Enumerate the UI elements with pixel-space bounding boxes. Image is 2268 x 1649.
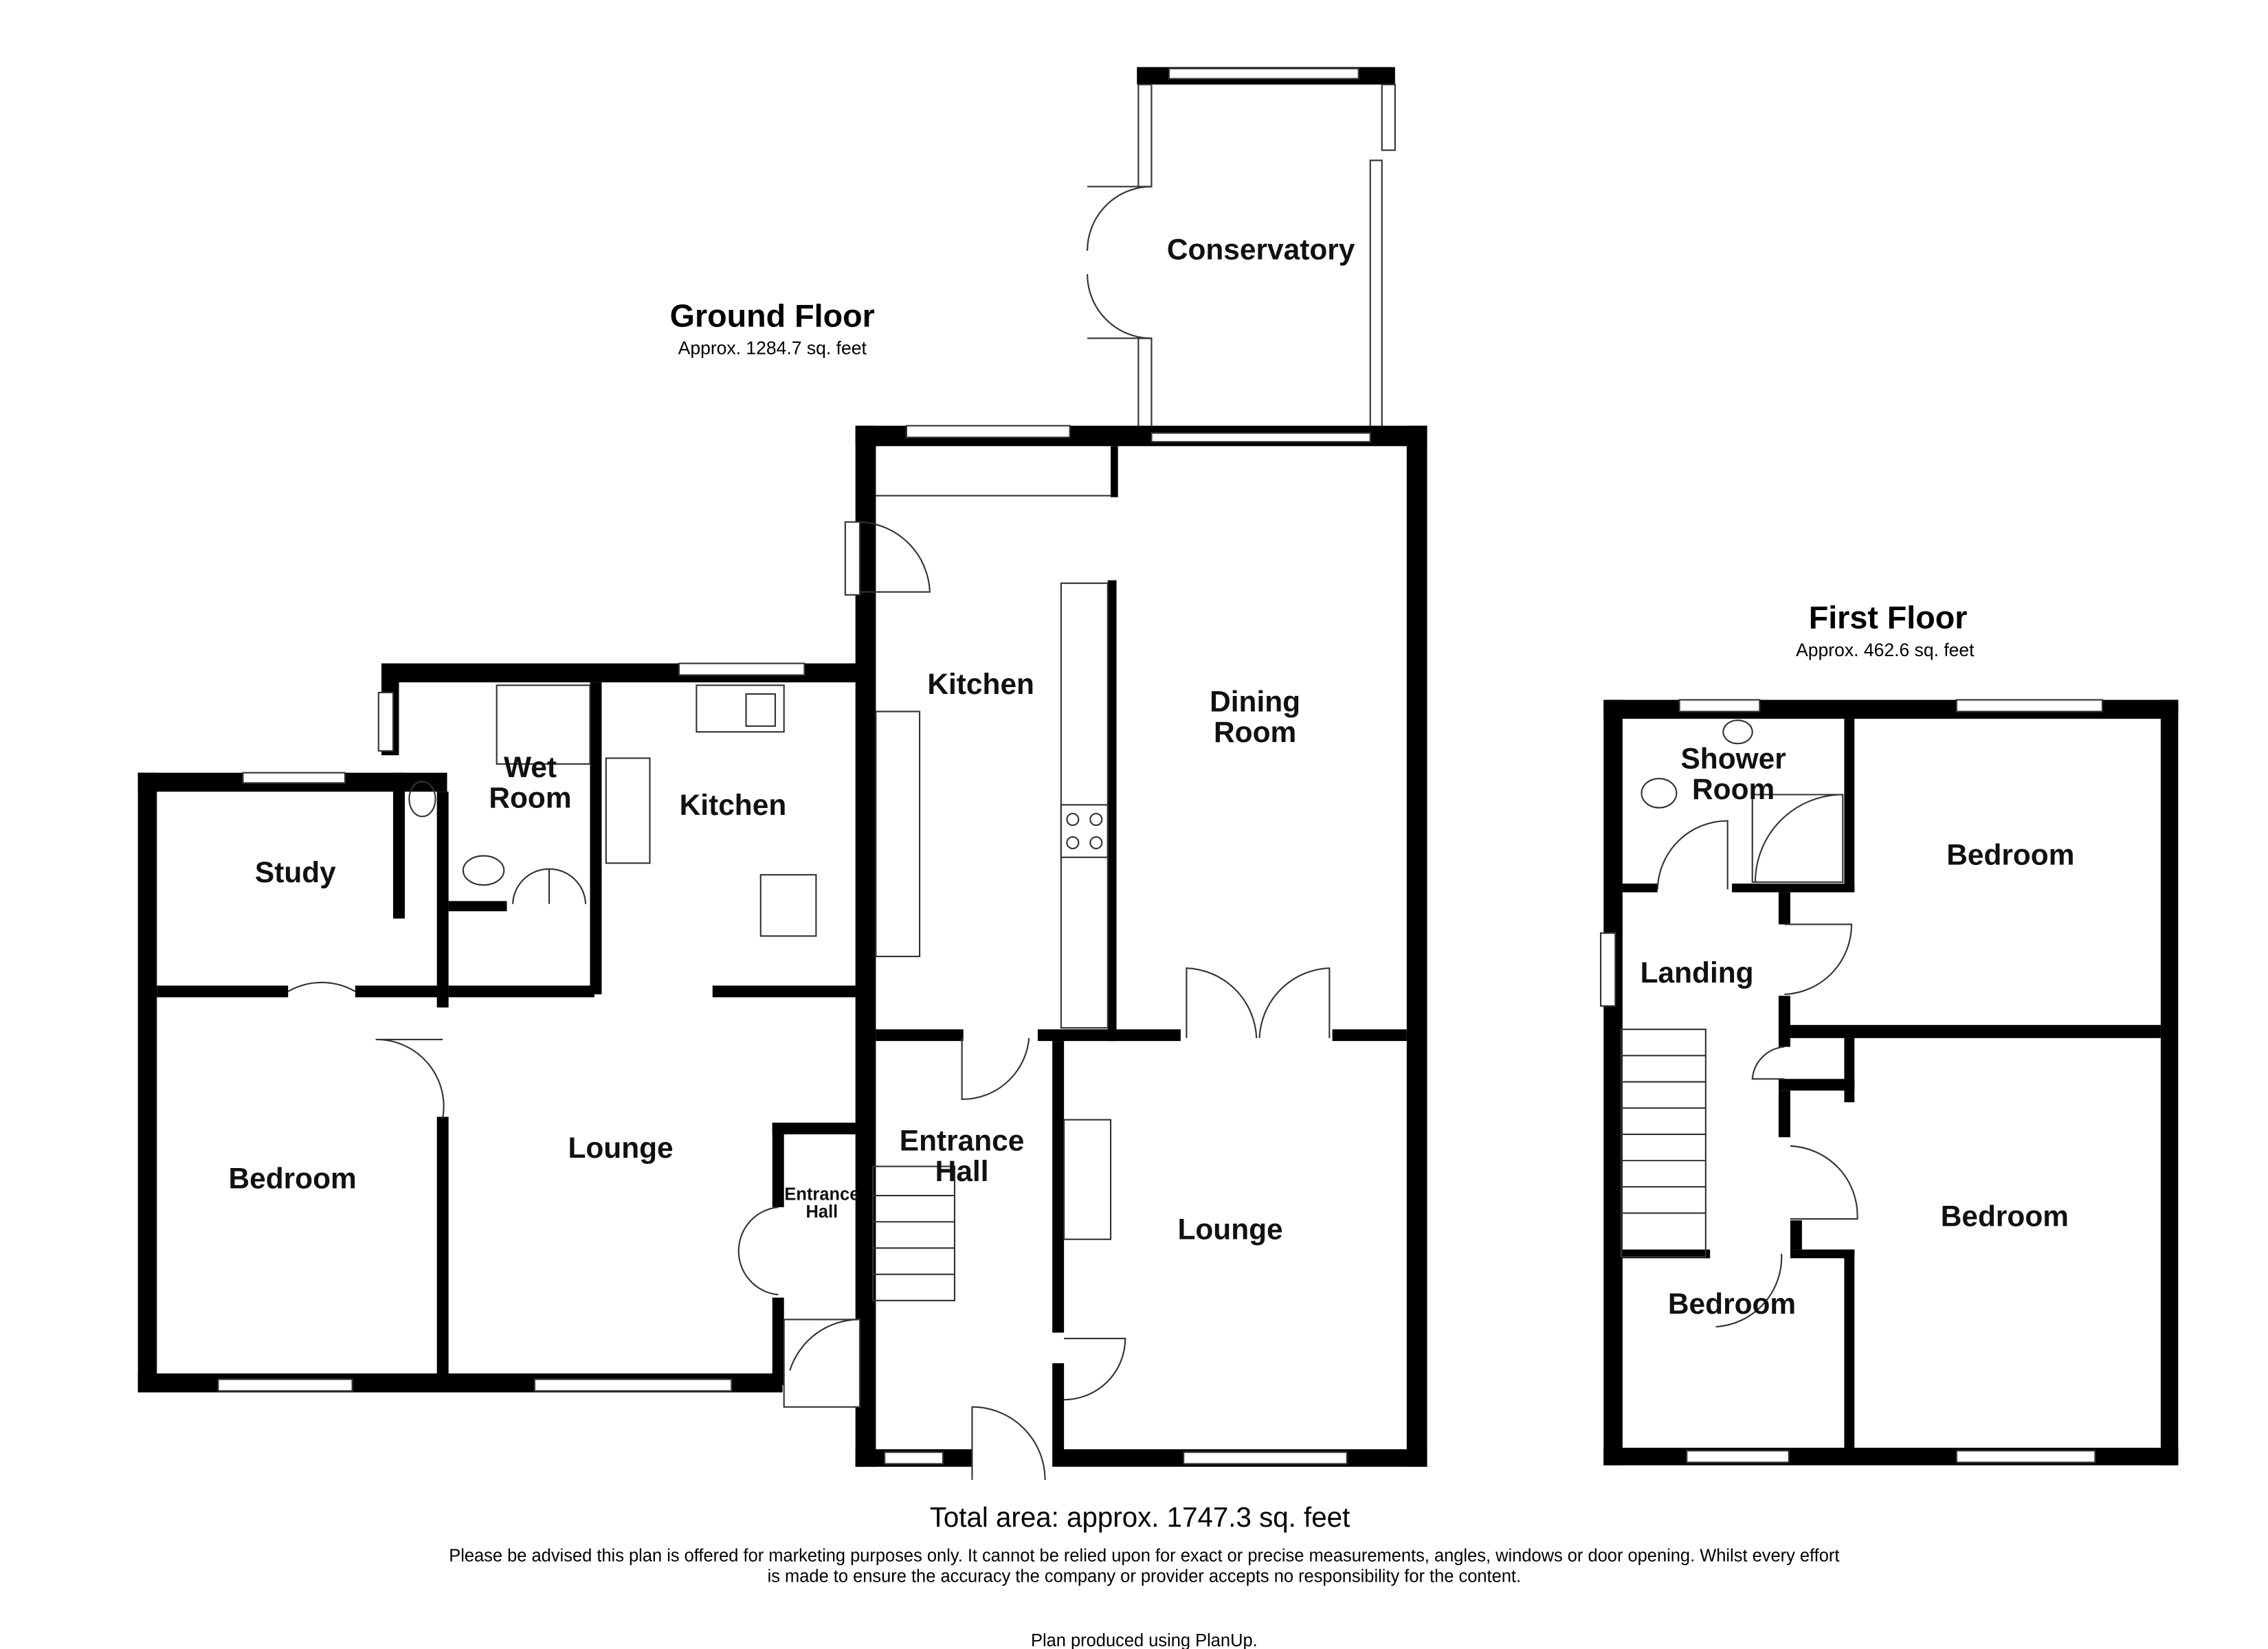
shower-icon xyxy=(1751,794,1844,883)
door-icon xyxy=(961,1037,1030,1101)
door-icon xyxy=(1656,820,1728,890)
room-entrance-small-line1: Entrance xyxy=(784,1185,859,1204)
room-wet-line2: Room xyxy=(489,782,571,814)
room-kitchen-main: Kitchen xyxy=(927,668,1034,700)
credit: Plan produced using PlanUp. xyxy=(1031,1631,1258,1649)
stairs-icon xyxy=(872,1165,956,1301)
first-floor-area: Approx. 462.6 sq. feet xyxy=(1796,640,1975,660)
room-study: Study xyxy=(255,856,336,888)
disclaimer-line1: Please be advised this plan is offered f… xyxy=(449,1547,1839,1566)
room-kitchen-small: Kitchen xyxy=(680,789,787,821)
hob-icon xyxy=(1060,804,1109,858)
door-icon xyxy=(789,1319,860,1371)
toilet-icon xyxy=(1641,778,1678,809)
room-bedroom-top: Bedroom xyxy=(1946,838,2074,871)
room-lounge-right: Lounge xyxy=(1177,1213,1282,1246)
basin-icon xyxy=(408,781,436,818)
door-icon xyxy=(971,1406,1046,1480)
door-icon xyxy=(1715,1253,1783,1328)
door-icon xyxy=(375,1038,445,1119)
room-shower-line2: Room xyxy=(1692,773,1775,805)
ground-floor-area: Approx. 1284.7 sq. feet xyxy=(678,338,867,359)
room-shower-line1: Shower xyxy=(1681,742,1786,774)
ground-floor-title: Ground Floor xyxy=(670,298,875,333)
stairs-icon xyxy=(1620,1029,1706,1258)
room-entrance-line1: Entrance xyxy=(900,1124,1025,1156)
double-door-icon xyxy=(1186,967,1331,1038)
room-bedroom-small: Bedroom xyxy=(1668,1288,1796,1320)
door-icon xyxy=(1790,1145,1858,1220)
room-lounge-left: Lounge xyxy=(568,1132,673,1164)
double-door-icon xyxy=(737,1206,779,1296)
ground-floor-left-walls xyxy=(137,662,863,1408)
double-door-icon xyxy=(511,868,587,904)
door-icon xyxy=(1751,1046,1785,1080)
ground-floor-walls xyxy=(844,425,1427,1480)
room-conservatory: Conservatory xyxy=(1167,234,1355,266)
conservatory-walls xyxy=(1087,67,1396,434)
double-door-icon xyxy=(1087,186,1152,339)
disclaimer-line2: is made to ensure the accuracy the compa… xyxy=(768,1567,1521,1586)
room-dining-line2: Room xyxy=(1214,716,1296,748)
toilet-icon xyxy=(462,855,505,886)
door-icon xyxy=(860,521,931,593)
room-landing: Landing xyxy=(1641,956,1754,989)
room-entrance-line2: Hall xyxy=(935,1155,989,1187)
first-floor-title: First Floor xyxy=(1809,600,1968,636)
room-bedroom-right: Bedroom xyxy=(1941,1200,2069,1233)
room-wet-line1: Wet xyxy=(504,751,557,783)
total-area: Total area: approx. 1747.3 sq. feet xyxy=(930,1502,1350,1533)
door-icon xyxy=(287,981,356,992)
room-dining-line1: Dining xyxy=(1210,686,1300,718)
door-icon xyxy=(1064,1337,1126,1401)
door-icon xyxy=(1784,923,1853,996)
first-floor-walls xyxy=(1599,699,2179,1466)
room-entrance-small-line2: Hall xyxy=(806,1202,838,1222)
room-bedroom: Bedroom xyxy=(228,1162,356,1194)
basin-icon xyxy=(1722,719,1753,745)
sink-icon xyxy=(696,684,785,733)
